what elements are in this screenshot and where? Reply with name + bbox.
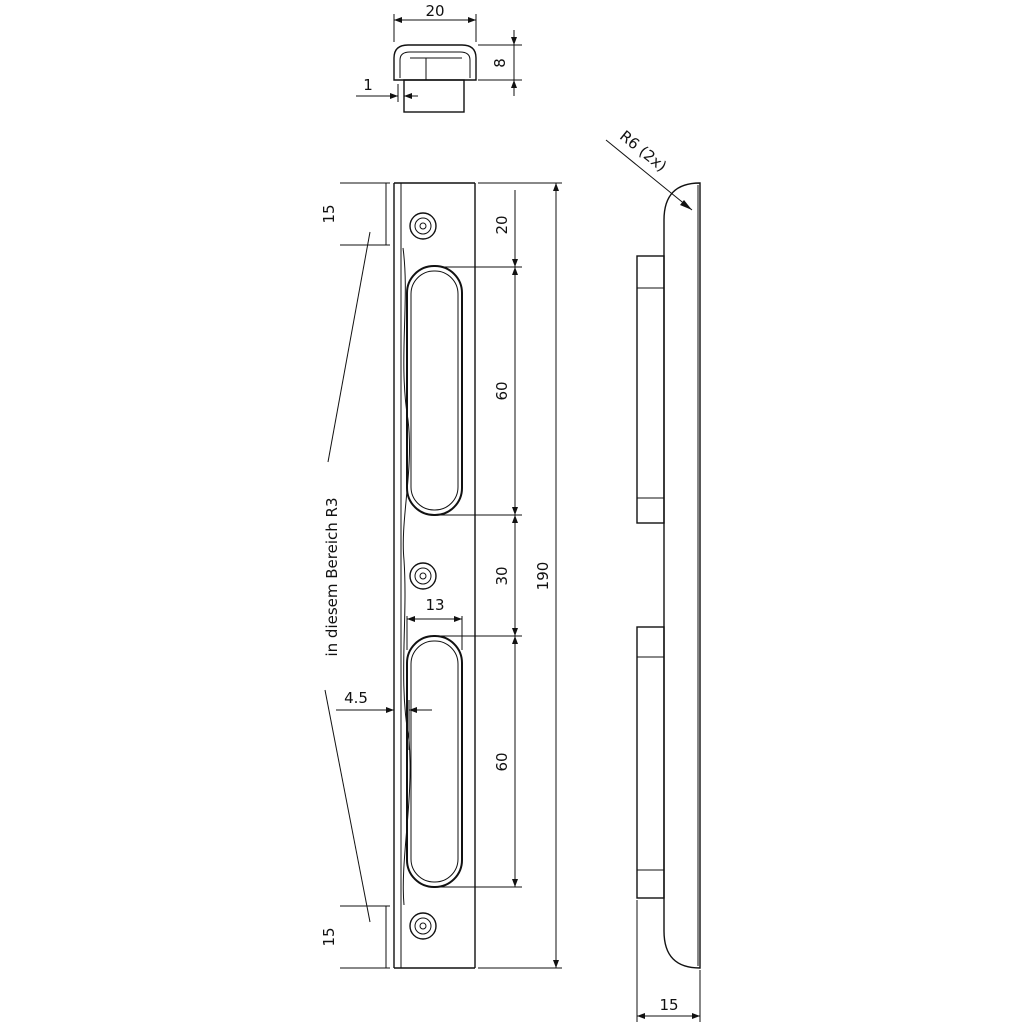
total-length-dimension: 190 <box>478 182 562 969</box>
top-view-profile <box>393 44 477 113</box>
top-width-label: 20 <box>425 2 444 20</box>
top-offset-dimension: 15 <box>320 182 390 246</box>
side-tenon-upper <box>636 255 665 524</box>
strike-plate-outline <box>393 182 476 969</box>
slot-lower <box>406 635 463 888</box>
front-view: 20 60 30 60 190 13 <box>320 182 562 969</box>
depth-label: 15 <box>659 996 678 1014</box>
edge-offset-dimension: 4.5 <box>336 689 432 750</box>
top-height-dimension: 8 <box>478 30 522 96</box>
top-height-label: 8 <box>491 58 509 68</box>
radius-label: R6 (2x) <box>616 127 670 176</box>
slot-upper <box>406 265 463 516</box>
slot-1-length-label: 60 <box>493 381 511 400</box>
bottom-offset-label: 15 <box>320 927 338 946</box>
region-note: in diesem Bereich R3 <box>323 231 371 923</box>
top-gap-label: 1 <box>363 76 373 94</box>
middle-gap-label: 30 <box>493 566 511 585</box>
depth-dimension: 15 <box>636 900 701 1022</box>
side-view-outline <box>663 182 701 969</box>
top-gap-dimension: 1 <box>356 76 418 102</box>
top-view: 20 8 1 <box>356 2 522 113</box>
slot-2-length-label: 60 <box>493 752 511 771</box>
bottom-offset-dimension: 15 <box>320 905 390 969</box>
chain-dimension: 20 60 30 60 <box>440 190 522 888</box>
region-note-text: in diesem Bereich R3 <box>323 497 341 656</box>
screw-hole-top <box>409 212 437 240</box>
side-tenon-lower <box>636 626 665 899</box>
slot-width-label: 13 <box>425 596 444 614</box>
edge-offset-label: 4.5 <box>344 689 368 707</box>
total-length-label: 190 <box>534 562 552 591</box>
radius-dimension: R6 (2x) <box>605 127 693 211</box>
top-offset-label: 15 <box>320 204 338 223</box>
slot-width-dimension: 13 <box>406 596 463 650</box>
screw-hole-bottom <box>409 912 437 940</box>
first-screw-label: 20 <box>493 215 511 234</box>
screw-hole-middle <box>409 562 437 590</box>
side-view: R6 (2x) 15 <box>605 127 701 1022</box>
top-width-dimension: 20 <box>393 2 477 42</box>
